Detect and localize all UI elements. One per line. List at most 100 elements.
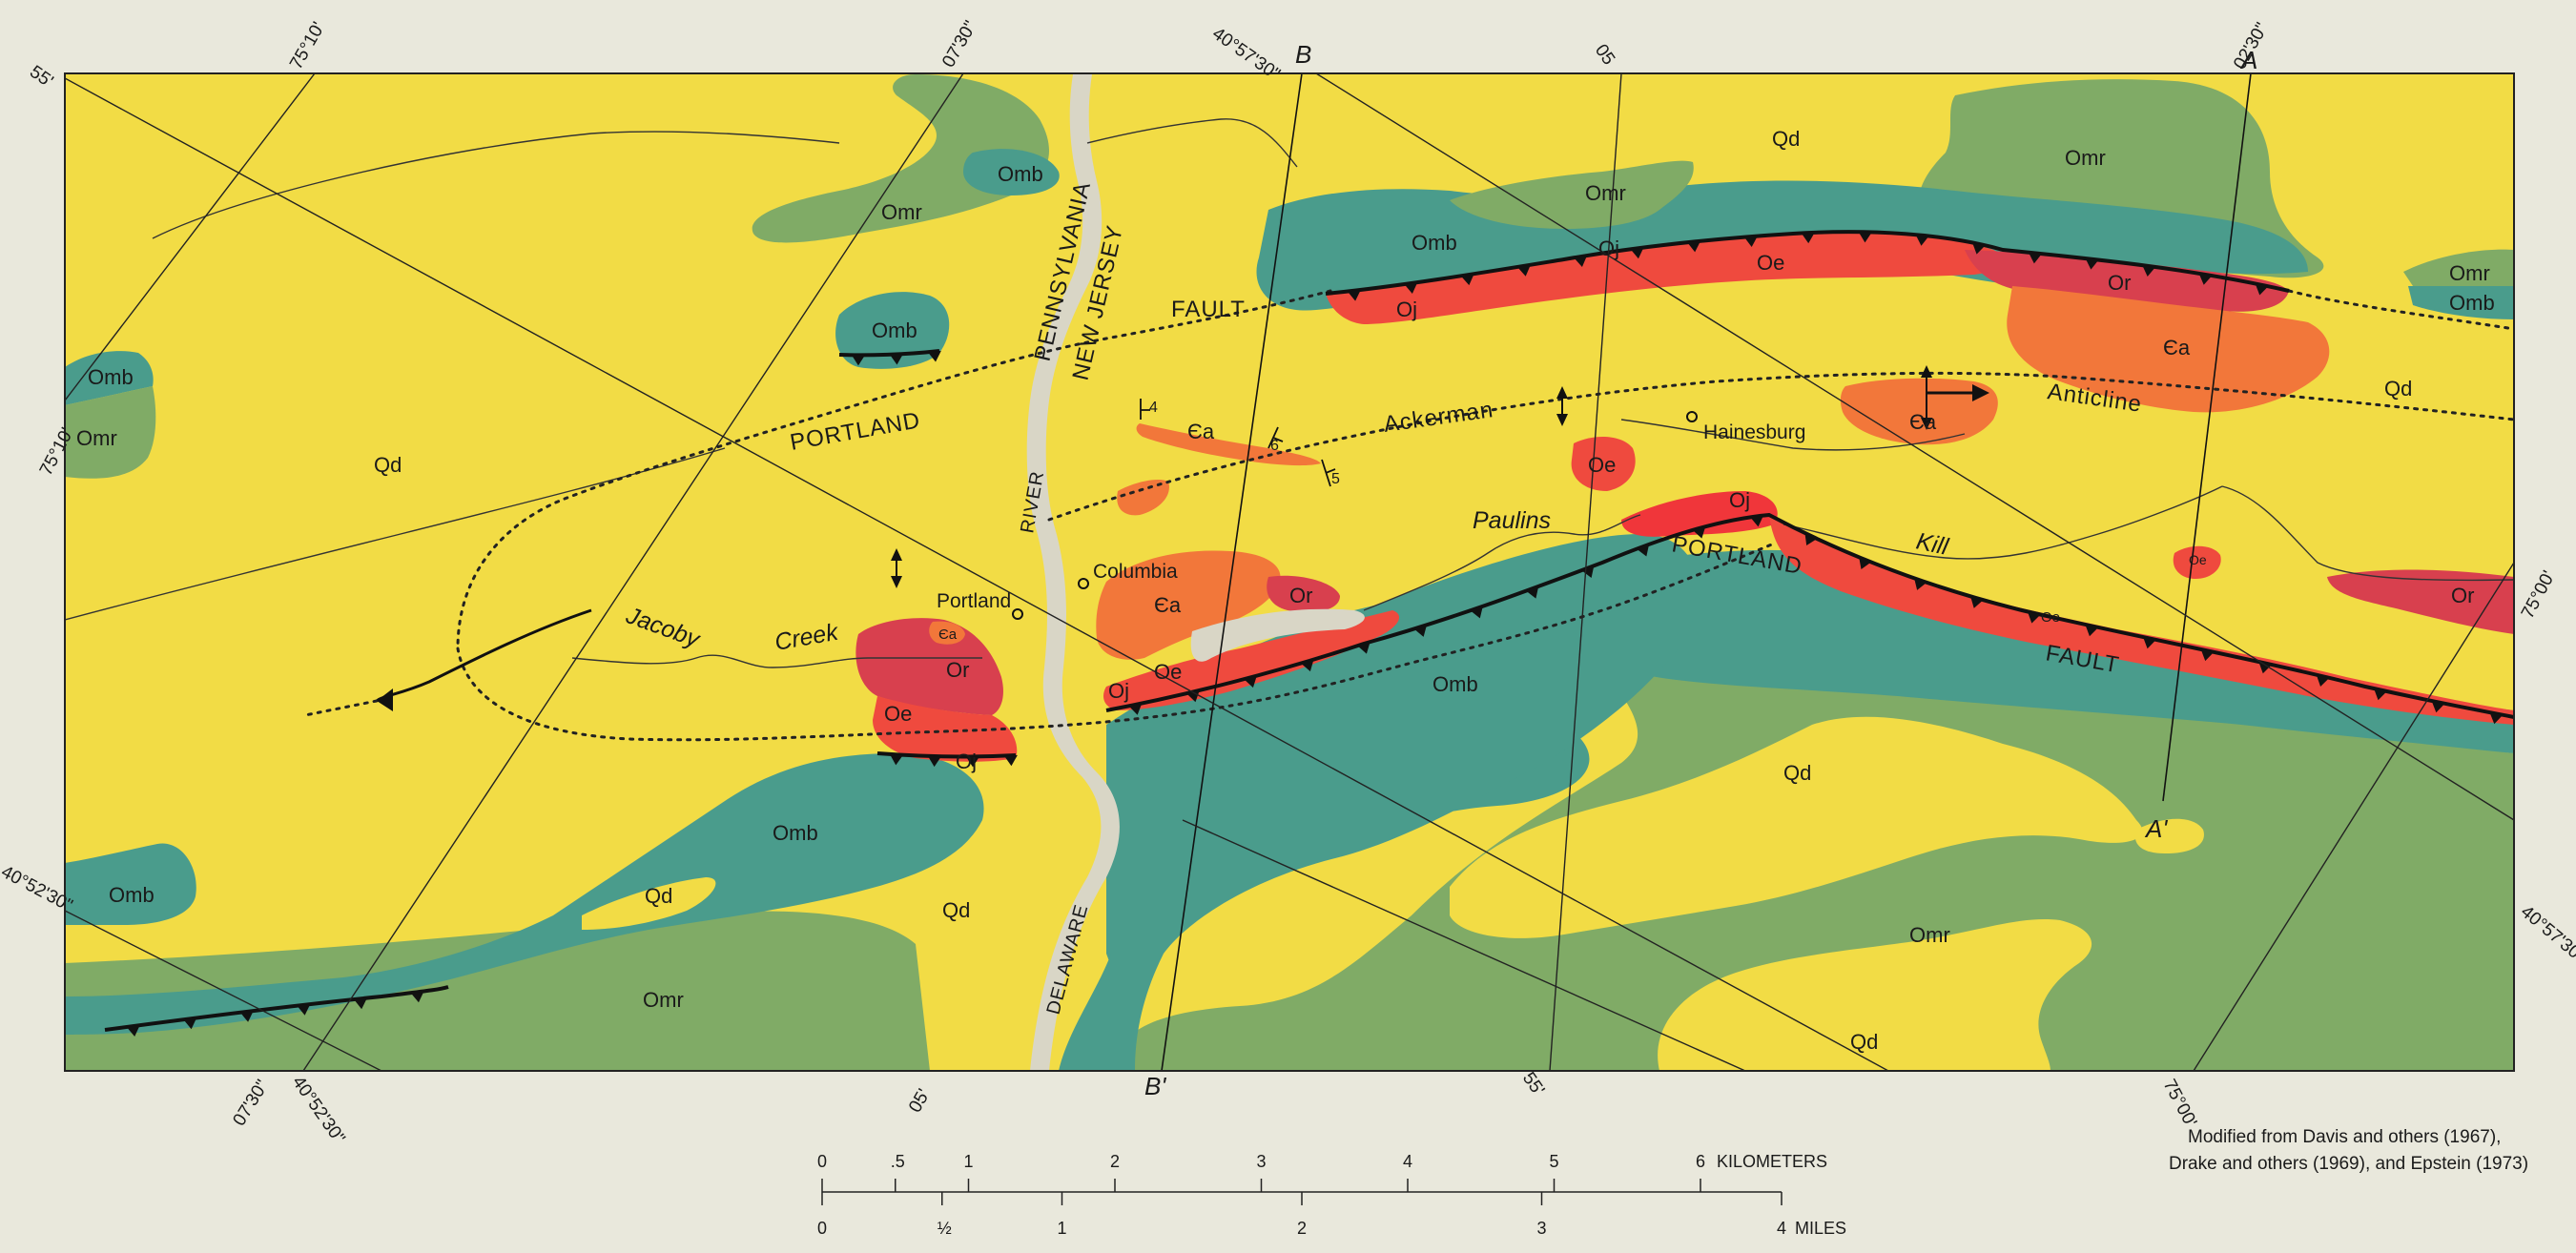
label-qd: Qd bbox=[2384, 377, 2412, 401]
thrust-tooth bbox=[1914, 578, 1927, 590]
thrust-southwest bbox=[104, 985, 449, 1032]
scale-tick-label: 4 bbox=[1777, 1219, 1786, 1238]
section-b-line bbox=[1161, 73, 1303, 1071]
dip-values: 4 6 5 bbox=[1149, 400, 1340, 487]
thrust-tooth bbox=[2085, 257, 2099, 270]
thrust-tooth bbox=[183, 1017, 197, 1030]
unit-ca-columbia bbox=[1096, 550, 1281, 660]
thrust-tooth bbox=[1186, 689, 1200, 703]
unit-omr-northwest bbox=[752, 74, 1049, 243]
unit-omr-far-east bbox=[2403, 249, 2514, 286]
thrust-tooth bbox=[1858, 232, 1872, 243]
unit-qd-southeast-lobe bbox=[1658, 919, 2092, 1071]
label-oj: Oj bbox=[956, 750, 977, 773]
thrust-tooth bbox=[2027, 611, 2041, 624]
source-credit: Modified from Davis and others (1967), D… bbox=[2169, 1127, 2528, 1174]
thrust-tooth bbox=[927, 755, 941, 768]
coord-right-75-00: 75°00' bbox=[2518, 567, 2560, 622]
unit-qd-east-pocket bbox=[2134, 818, 2204, 853]
credit-line-2: Drake and others (1969), and Epstein (19… bbox=[2169, 1154, 2528, 1174]
label-omr: Omr bbox=[1585, 181, 1626, 205]
thrust-portland-west bbox=[876, 751, 1017, 759]
thrust-tooth bbox=[2200, 648, 2215, 662]
label-omr: Omr bbox=[2065, 146, 2106, 170]
thrust-tooth bbox=[1972, 242, 1986, 255]
label-ca: Єa bbox=[1154, 593, 1182, 617]
unit-omr-far-west bbox=[65, 386, 156, 479]
thrust-tooth bbox=[1244, 675, 1257, 688]
label-oj: Oj bbox=[1598, 236, 1619, 260]
thrust-tooth bbox=[1804, 533, 1818, 545]
unit-oe-portland bbox=[873, 696, 1018, 762]
thrust-west-island bbox=[838, 349, 940, 358]
credit-line-1: Modified from Davis and others (1967), bbox=[2188, 1127, 2501, 1147]
thrust-tooth bbox=[1574, 255, 1588, 267]
scale-tick-label: 2 bbox=[1297, 1219, 1307, 1238]
thrust-tooth bbox=[2028, 252, 2042, 264]
graticule bbox=[65, 73, 2514, 1071]
unit-oe-east-small bbox=[2173, 545, 2221, 580]
label-qd: Qd bbox=[374, 453, 402, 477]
label-omb: Omb bbox=[109, 883, 155, 907]
thrust-tooth bbox=[1347, 289, 1361, 301]
coord-right-40-57-30: 40°57'30" bbox=[2517, 902, 2576, 967]
label-omr: Omr bbox=[76, 426, 117, 450]
unit-oe-north-sliver bbox=[1326, 232, 2004, 324]
thrust-tooth bbox=[1517, 264, 1531, 277]
unit-labels: Qd Omr Omr Omb Oj Oe Or Єa Oj Omr Omb Qd… bbox=[76, 127, 2495, 1054]
place-markers bbox=[1012, 411, 1698, 620]
cross-section-lines bbox=[1161, 73, 2252, 1071]
thrust-tooth bbox=[1750, 515, 1764, 527]
label-qd: Qd bbox=[645, 884, 672, 908]
section-b-prime: B' bbox=[1144, 1072, 1166, 1100]
label-oe: Oe bbox=[1588, 453, 1616, 477]
unit-or-columbia bbox=[1267, 575, 1340, 612]
dip-value: 6 bbox=[1270, 438, 1279, 454]
unit-oe-hainesburg bbox=[1571, 437, 1636, 491]
river-embayment bbox=[1190, 608, 1365, 662]
label-ca: Єa bbox=[938, 626, 958, 643]
label-qd: Qd bbox=[1772, 127, 1800, 151]
coord-top-02-30: 02'30" bbox=[2230, 19, 2273, 72]
coord-bottom-55: 55' bbox=[1518, 1069, 1548, 1099]
unit-omb-river-south bbox=[1059, 534, 1699, 1071]
unit-omb-far-west bbox=[65, 351, 154, 405]
place-hainesburg: Hainesburg bbox=[1703, 421, 1805, 443]
thrust-tooth bbox=[1915, 235, 1929, 246]
unit-ca-portland bbox=[929, 621, 965, 645]
section-a: A bbox=[2239, 46, 2257, 74]
scale-tick-label: 3 bbox=[1257, 1152, 1267, 1171]
label-omb: Omb bbox=[1432, 672, 1478, 696]
label-oe: Oe bbox=[1154, 660, 1182, 684]
thrust-tooth bbox=[2085, 624, 2099, 637]
place-portland: Portland bbox=[937, 590, 1011, 612]
label-qd: Qd bbox=[1850, 1030, 1878, 1054]
unit-ca-small-west bbox=[1117, 480, 1169, 516]
thrust-tooth bbox=[239, 1010, 254, 1022]
label-fault-north: FAULT bbox=[1171, 297, 1246, 322]
fault-trace-west-dotted bbox=[303, 699, 379, 717]
unit-omr-north bbox=[1450, 160, 1694, 229]
thrust-tooth bbox=[1801, 232, 1815, 244]
thrust-tooth bbox=[2142, 265, 2156, 277]
thrust-tooth bbox=[1404, 282, 1418, 294]
label-omr: Omr bbox=[1909, 923, 1950, 947]
scale-tick-label: 1 bbox=[964, 1152, 974, 1171]
label-omr: Omr bbox=[643, 988, 684, 1012]
thrust-tooth bbox=[1301, 659, 1314, 672]
map-area bbox=[65, 73, 2514, 1071]
coord-bottom-07-30: 07'30" bbox=[229, 1077, 273, 1130]
thrust-tooth bbox=[1357, 642, 1370, 654]
unit-or-portland bbox=[855, 618, 1003, 715]
coord-top-75-10: 75°10' bbox=[286, 19, 329, 73]
concealed-fault-traces bbox=[456, 289, 2514, 742]
thrust-tooth bbox=[927, 350, 941, 362]
thrust-tooth bbox=[1003, 754, 1018, 767]
label-omb: Omb bbox=[88, 365, 134, 389]
unit-oj-paulins bbox=[1621, 491, 1778, 537]
thrust-tooth bbox=[2316, 674, 2330, 687]
label-ca: Єa bbox=[2163, 336, 2191, 359]
